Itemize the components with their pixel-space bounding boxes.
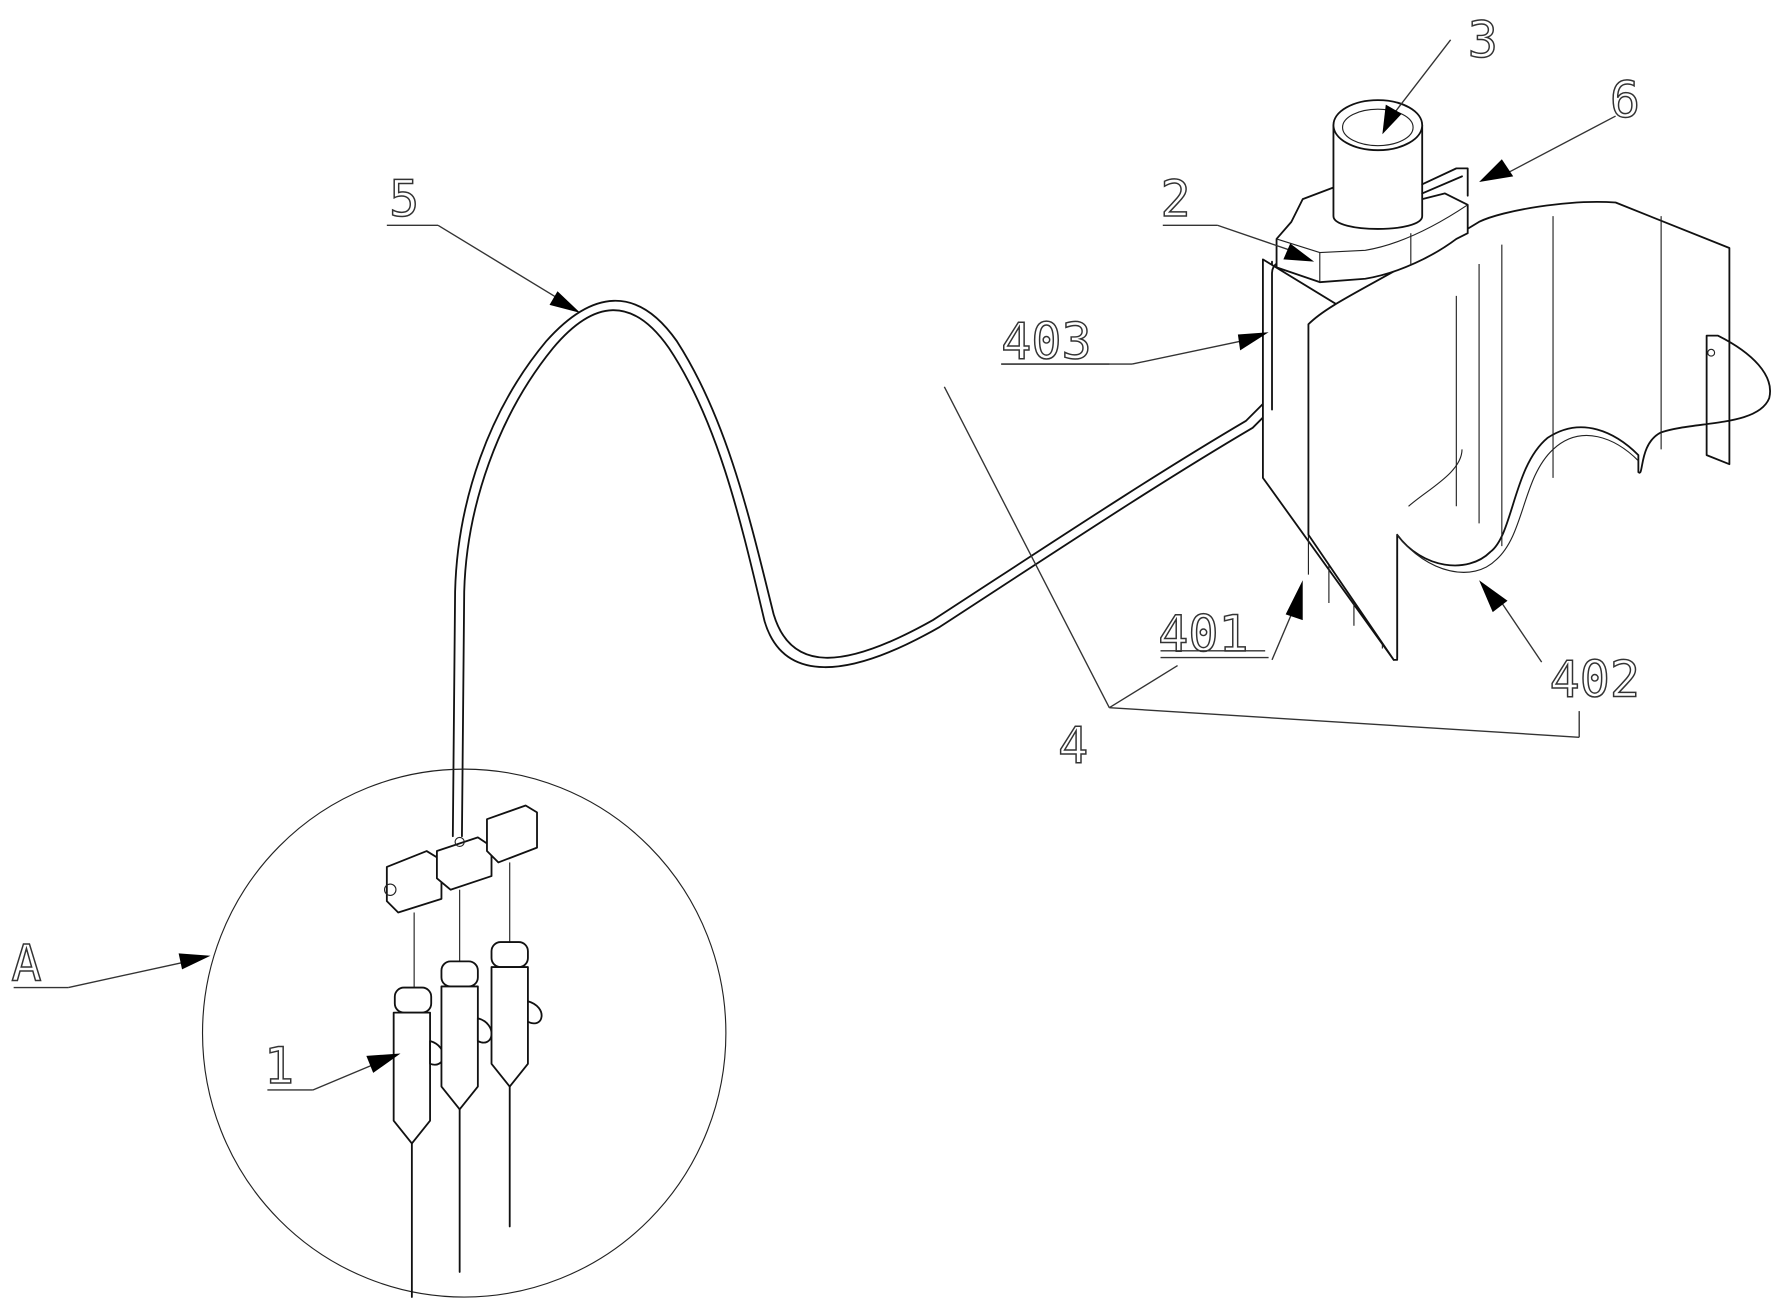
label-4: 4 [1058, 716, 1088, 774]
cylinder-3 [1332, 99, 1424, 230]
leader-6 [1479, 115, 1616, 183]
manifold [383, 804, 538, 914]
probe-left [392, 912, 445, 1298]
label-6: 6 [1610, 71, 1640, 129]
label-5: 5 [389, 170, 419, 228]
handle-6 [1421, 167, 1469, 197]
leader-2 [1162, 224, 1315, 262]
label-1: 1 [264, 1037, 294, 1095]
cable-5 [451, 260, 1283, 838]
leader-5 [386, 224, 581, 313]
probe-middle [440, 889, 493, 1273]
label-3: 3 [1468, 11, 1498, 69]
leader-A [13, 953, 211, 989]
strap-402 [1307, 201, 1771, 661]
label-A: A [11, 935, 41, 993]
leader-401 [1160, 580, 1303, 661]
label-402: 402 [1550, 650, 1640, 708]
probe-right [490, 862, 543, 1228]
label-401: 401 [1158, 605, 1248, 663]
detail-circle-A [201, 768, 727, 1298]
leader-4-bracket [943, 386, 1580, 738]
leader-3 [1382, 39, 1452, 135]
sensor-probes-1 [392, 862, 543, 1298]
label-403: 403 [1001, 312, 1091, 370]
leader-402 [1479, 580, 1543, 663]
leader-1 [267, 1053, 401, 1091]
label-2: 2 [1161, 170, 1191, 228]
